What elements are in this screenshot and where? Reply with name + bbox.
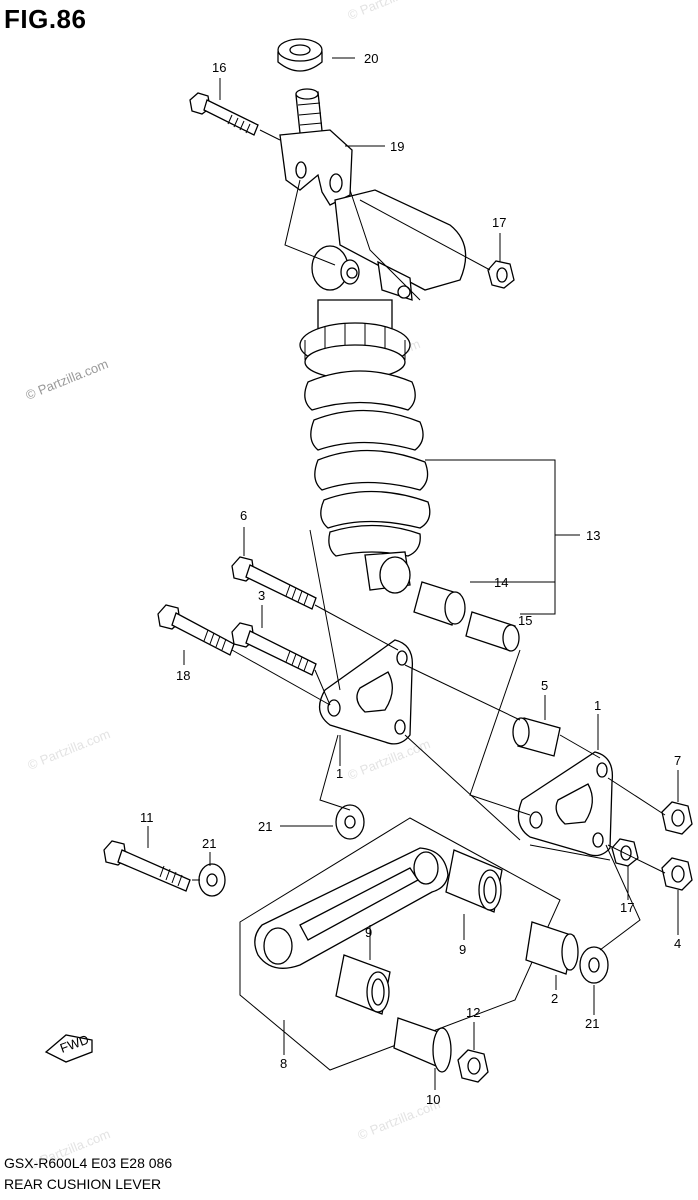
part-label-21: 21: [202, 836, 216, 851]
part-1-plate-upper: [318, 639, 414, 745]
part-label-6: 6: [240, 508, 247, 523]
part-9-bushing-a: [445, 849, 503, 913]
part-14-bushing: [413, 581, 466, 626]
part-20-nut: [277, 38, 323, 72]
part-15-bushing: [465, 611, 520, 652]
part-9-bushing-b: [335, 954, 391, 1015]
part-label-10: 10: [426, 1092, 440, 1107]
part-label-2: 2: [551, 991, 558, 1006]
part-label-21: 21: [258, 819, 272, 834]
part-4-nut: [661, 857, 693, 891]
part-label-13: 13: [586, 528, 600, 543]
part-label-5: 5: [541, 678, 548, 693]
footer-model-code: GSX-R600L4 E03 E28 086: [4, 1155, 173, 1171]
part-label-11: 11: [140, 810, 154, 825]
part-21-washer-a: [335, 804, 365, 840]
part-16-bolt: [189, 92, 259, 136]
part-label-14: 14: [494, 575, 508, 590]
part-label-16: 16: [212, 60, 226, 75]
part-19-clevis: [279, 88, 353, 206]
part-2-spacer: [525, 921, 579, 975]
part-label-17: 17: [620, 900, 634, 915]
part-label-15: 15: [518, 613, 532, 628]
part-8-link: [239, 817, 561, 1071]
part-label-19: 19: [390, 139, 404, 154]
part-6-bolt: [231, 556, 317, 610]
assembly-lines: [192, 129, 666, 951]
part-10-sleeve: [393, 1017, 452, 1073]
part-label-9: 9: [365, 925, 372, 940]
shock-absorber: [299, 189, 467, 594]
part-21-washer-c: [579, 946, 609, 984]
part-21-washer-b: [198, 863, 226, 897]
watermark-faint: © Partzilla.com: [346, 0, 433, 23]
part-12-nut: [457, 1049, 489, 1083]
part-label-18: 18: [176, 668, 190, 683]
footer-section-name: REAR CUSHION LEVER: [4, 1176, 162, 1192]
shock-bracket-lines: [425, 459, 580, 615]
part-17-nut-upper: [487, 260, 515, 289]
part-label-9: 9: [459, 942, 466, 957]
part-label-12: 12: [466, 1005, 480, 1020]
part-label-4: 4: [674, 936, 681, 951]
figure-title: FIG.86: [4, 4, 87, 34]
part-18-bolt: [157, 604, 235, 656]
watermark-faint: © Partzilla.com: [26, 726, 113, 773]
part-label-7: 7: [674, 753, 681, 768]
part-7-nut: [661, 801, 693, 835]
leader-lines: [147, 57, 679, 1090]
fwd-arrow-icon: FWD: [44, 1032, 93, 1063]
part-3-bolt: [231, 622, 317, 676]
part-17-nut-lower: [611, 838, 639, 867]
part-label-8: 8: [280, 1056, 287, 1071]
part-label-21: 21: [585, 1016, 599, 1031]
part-1-plate-lower: [517, 751, 614, 857]
watermark-main: © Partzilla.com: [24, 356, 111, 403]
part-label-1: 1: [594, 698, 601, 713]
part-11-bolt: [103, 840, 191, 892]
part-labels: 20 16 19 17 13 14 15 6 3 18 5 1 1 7 21 1…: [140, 51, 681, 1107]
part-label-20: 20: [364, 51, 378, 66]
part-label-1: 1: [336, 766, 343, 781]
part-label-17: 17: [492, 215, 506, 230]
part-label-3: 3: [258, 588, 265, 603]
part-5-bushing: [512, 717, 561, 757]
